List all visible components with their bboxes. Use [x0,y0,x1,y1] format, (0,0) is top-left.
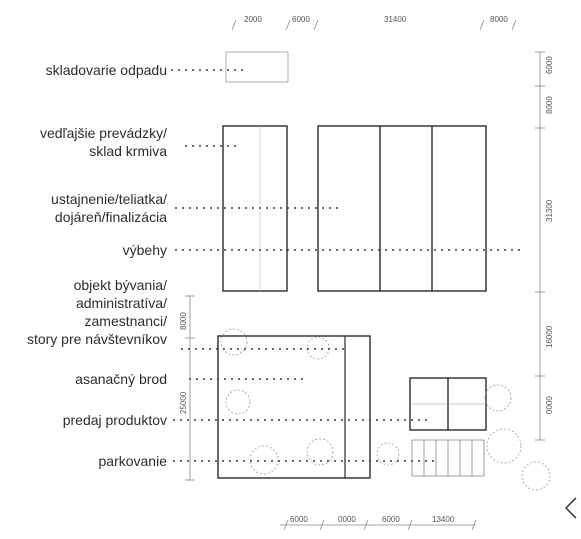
sales-building [409,377,487,431]
bottom-dim-2: 0000 [338,515,356,524]
top-dimension-line [231,19,517,31]
label-product-sales: predaj produktov [62,412,167,428]
north-arrow-icon [565,497,577,519]
top-dim-2: 6000 [292,15,310,24]
label-sanitation-ford: asanačný brod [75,371,167,387]
right-dim-3: 31300 [545,199,554,222]
bottom-dimension-line [280,519,477,531]
right-dim-5: 0000 [545,396,554,414]
right-dim-1: 6000 [545,56,554,74]
top-dim-3: 31400 [384,15,407,24]
right-dim-4: 16000 [545,325,554,348]
side-ops-building [222,125,288,292]
label-paddocks: výbehy [122,242,167,258]
housing-building [217,335,371,479]
bottom-dim-4: 13400 [432,515,455,524]
waste-storage-area [225,51,289,83]
left-dim-2: 25000 [179,391,188,414]
tree-symbols [220,328,551,491]
top-dim-1: 2000 [244,15,262,24]
bottom-dim-3: 6000 [382,515,400,524]
label-side-operations: vedľajšie prevádzky/ sklad krmiva [39,125,167,159]
parking-stalls [411,439,485,477]
label-stables: ustajnenie/teliatka/ dojáreň/finalizácia [51,191,167,225]
left-dimension-line [185,295,195,481]
stables-building [317,125,487,292]
left-dim-1: 8000 [179,312,188,330]
right-dim-2: 8000 [545,96,554,114]
label-housing: objekt bývania/ administratíva/ zamestna… [26,277,167,347]
leader-lines [171,69,521,462]
label-waste-storage: skladovarie odpadu [45,62,167,78]
label-parking: parkovanie [98,453,168,469]
right-dimension-line [535,51,545,441]
top-dim-4: 8000 [490,15,508,24]
bottom-dim-1: 6000 [290,515,308,524]
